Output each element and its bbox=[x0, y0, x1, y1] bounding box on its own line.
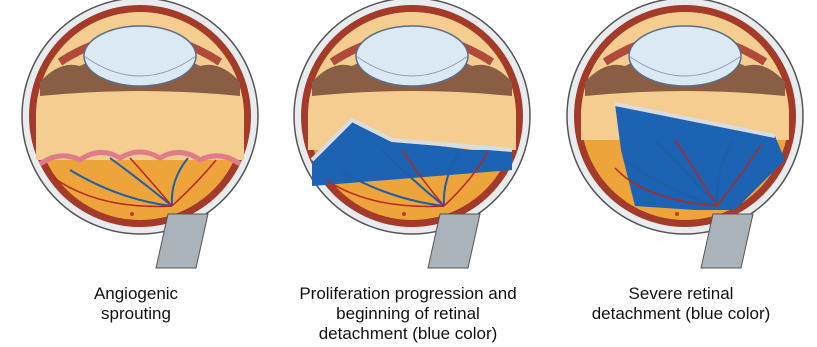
lens bbox=[629, 26, 741, 86]
fovea-dot bbox=[675, 212, 679, 216]
caption-line: beginning of retinal bbox=[272, 304, 544, 324]
eye-diagram-1 bbox=[0, 0, 272, 280]
lens bbox=[356, 26, 468, 86]
panel-angiogenic-sprouting: Angiogenic sprouting bbox=[0, 0, 272, 347]
caption-panel-3: Severe retinal detachment (blue color) bbox=[545, 284, 817, 324]
caption-line: Proliferation progression and bbox=[272, 284, 544, 304]
caption-line: Angiogenic bbox=[0, 284, 272, 304]
eye-diagram-2 bbox=[272, 0, 544, 280]
panel-severe-detachment: Severe retinal detachment (blue color) bbox=[545, 0, 817, 347]
caption-line: detachment (blue color) bbox=[272, 324, 544, 344]
lens bbox=[84, 26, 196, 86]
caption-line: sprouting bbox=[0, 304, 272, 324]
caption-panel-1: Angiogenic sprouting bbox=[0, 284, 272, 324]
panel-proliferation-progression: Proliferation progression and beginning … bbox=[272, 0, 544, 347]
eye-diagram-3 bbox=[545, 0, 817, 280]
caption-line: Severe retinal bbox=[545, 284, 817, 304]
caption-line: detachment (blue color) bbox=[545, 304, 817, 324]
fovea-dot bbox=[402, 212, 406, 216]
caption-panel-2: Proliferation progression and beginning … bbox=[272, 284, 544, 344]
fovea-dot bbox=[130, 212, 134, 216]
